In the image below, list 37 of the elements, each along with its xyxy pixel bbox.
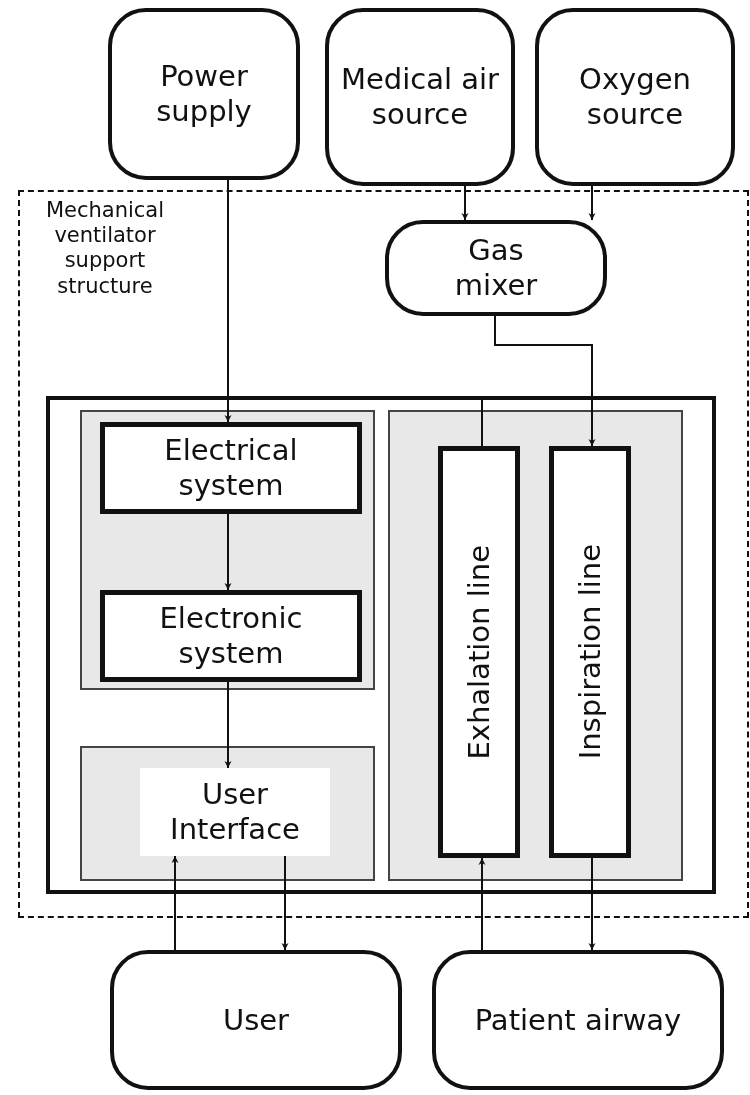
- arrow: [478, 857, 486, 951]
- arrow: [224, 179, 232, 423]
- process-box: [100, 590, 362, 682]
- arrow: [588, 857, 596, 951]
- label-box: [140, 768, 330, 856]
- node-label: User Interface: [169, 777, 301, 847]
- dashed-boundary: [18, 190, 749, 918]
- container-box: [46, 396, 716, 894]
- node-label: Electrical system: [163, 433, 299, 503]
- rounded-box: [325, 8, 515, 186]
- node-label: User: [221, 1002, 291, 1038]
- rounded-box: [110, 950, 402, 1090]
- node-label: Electronic system: [158, 601, 304, 671]
- node-label: Patient airway: [473, 1002, 683, 1038]
- arrow: [224, 513, 232, 591]
- arrow: [281, 855, 289, 951]
- container-box: [80, 746, 375, 881]
- arrow: [461, 185, 469, 221]
- arrow: [588, 185, 596, 221]
- container-box: [388, 410, 683, 881]
- node-label: Inspiration line: [571, 544, 608, 760]
- container-box: [80, 410, 375, 690]
- node-label: Oxygen source: [578, 62, 692, 132]
- process-box: [100, 422, 362, 514]
- arrow: [224, 681, 232, 769]
- rounded-box: [432, 950, 724, 1090]
- rounded-box: [108, 8, 300, 180]
- node-label: Exhalation line: [460, 544, 497, 760]
- node-label: Power supply: [155, 59, 253, 129]
- rounded-box: [385, 220, 607, 316]
- node-label: Medical air source: [339, 62, 501, 132]
- process-box: [438, 446, 520, 858]
- node-label: Gas mixer: [453, 233, 539, 303]
- arrow: [494, 315, 596, 447]
- rounded-box: [535, 8, 735, 186]
- process-box: [549, 446, 631, 858]
- arrow: [171, 855, 179, 951]
